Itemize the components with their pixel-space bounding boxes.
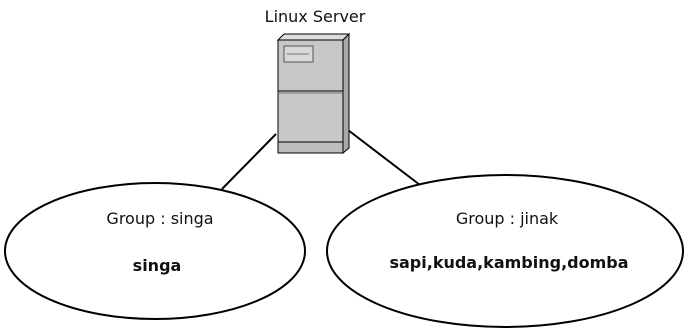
group-members-singa: singa — [132, 256, 182, 275]
group-ellipse-singa — [4, 182, 306, 320]
server-label: Linux Server — [264, 7, 366, 26]
group-title-jinak: Group : jinak — [455, 209, 559, 228]
connector-server-jinak — [347, 129, 421, 186]
group-members-jinak: sapi,kuda,kambing,domba — [389, 253, 629, 272]
group-ellipse-jinak — [326, 174, 684, 328]
group-title-singa: Group : singa — [106, 209, 214, 228]
connector-server-singa — [221, 133, 277, 190]
server-tower-icon — [276, 32, 351, 155]
